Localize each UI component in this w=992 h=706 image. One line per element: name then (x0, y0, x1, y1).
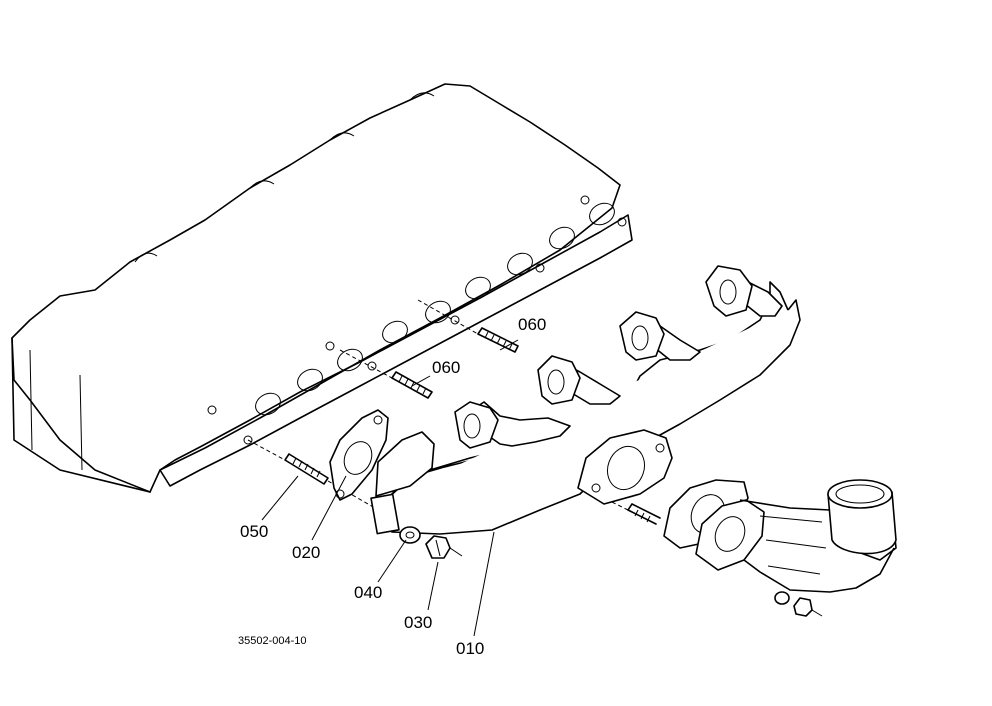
drawing-number: 35502-004-10 (238, 635, 307, 647)
nut-030 (425, 535, 463, 559)
stud-060-lower (339, 349, 433, 399)
callout-040: 040 (354, 583, 382, 602)
cylinder-head (11, 83, 633, 493)
outlet-elbow (611, 479, 897, 617)
callout-060-lower: 060 (432, 358, 460, 377)
leader-lines (261, 339, 519, 637)
callout-010: 010 (456, 639, 484, 658)
gasket-020 (329, 409, 389, 501)
callout-050: 050 (240, 522, 268, 541)
washer-040 (399, 526, 421, 544)
callout-020: 020 (292, 543, 320, 562)
stud-060-upper (417, 299, 519, 353)
callout-030: 030 (404, 613, 432, 632)
callout-060-upper: 060 (518, 315, 546, 334)
